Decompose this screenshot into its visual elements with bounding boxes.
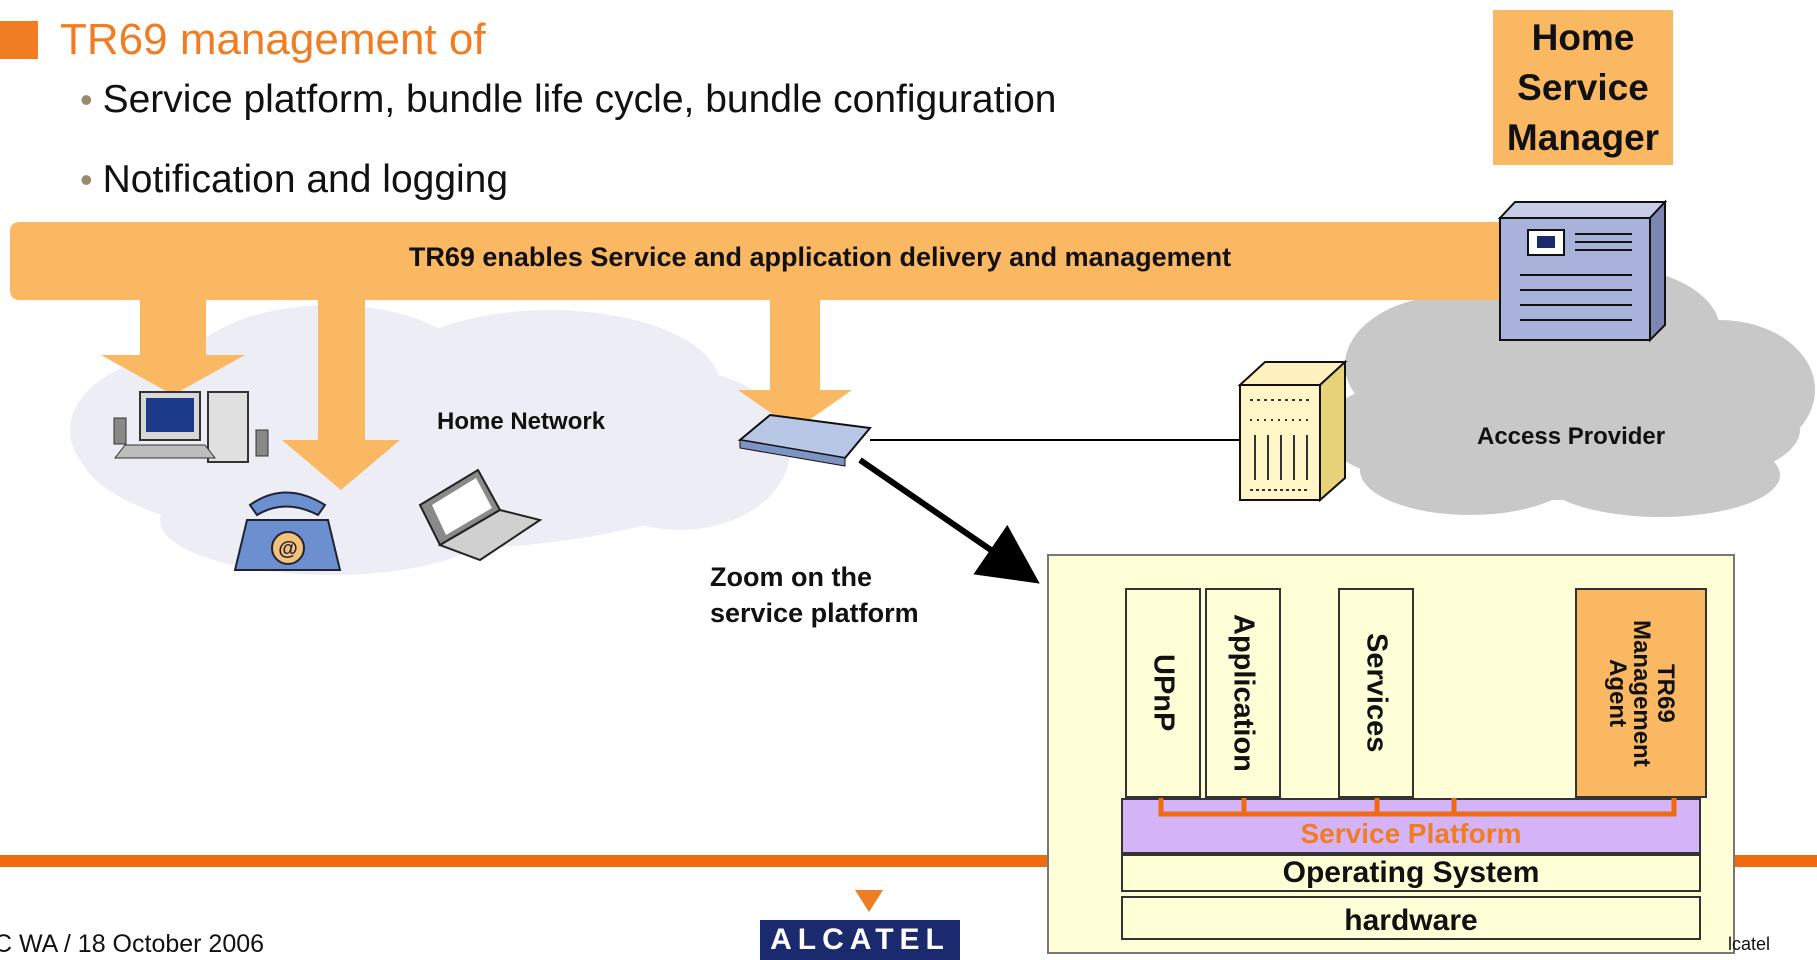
column-upnp: UPnP [1125,588,1201,798]
bullet-dot-icon: • [80,79,93,120]
hsm-line-2: Service [1517,66,1649,108]
service-platform-label: Service Platform [1300,818,1522,849]
arrow-to-pc [101,300,245,395]
arrow-to-router [738,300,852,430]
platform-connectors [1158,798,1677,817]
hardware-label: hardware [1344,904,1478,937]
alcatel-logo: ALCATEL [760,920,960,960]
hsm-line-3: Manager [1506,116,1660,158]
footer-date: C WA / 18 October 2006 [0,930,265,958]
tr69-band [10,222,1640,300]
footer-copyright: lcatel [1728,934,1771,954]
column-upnp-label: UPnP [1147,654,1180,732]
home-network-label: Home Network [437,408,606,435]
heading-title: TR69 management of [60,15,486,64]
column-application-label: Application [1227,614,1260,772]
zoom-label: Zoom on the service platform [710,559,919,631]
desktop-pc-icon [113,391,269,463]
heading-square-icon [0,21,38,59]
dsl-equipment-icon [1237,359,1348,503]
hsm-line-1: Home [1531,16,1635,58]
heading: TR69 management of [0,10,486,70]
laptop-icon [418,468,543,562]
access-provider-cloud [1320,265,1815,517]
service-platform-zoom-box: UPnP Application Services TR69 Managemen… [1047,554,1735,954]
bullet-1: • Service platform, bundle life cycle, b… [80,78,1056,122]
bullet-1-text: Service platform, bundle life cycle, bun… [102,78,1057,121]
column-tr69-agent: TR69 Management Agent [1575,588,1707,798]
arrow-to-phone [282,300,400,490]
zoom-label-line-2: service platform [710,598,919,628]
router-icon [737,413,872,467]
column-application: Application [1205,588,1281,798]
operating-system-layer: Operating System [1121,854,1701,892]
hardware-layer: hardware [1121,896,1701,940]
zoom-label-line-1: Zoom on the [710,562,872,592]
svg-text:@: @ [278,538,298,560]
tr69-band-label: TR69 enables Service and application del… [408,242,1232,272]
bullet-2-text: Notification and logging [102,158,509,201]
column-services-label: Services [1360,633,1393,753]
service-platform-layer: Service Platform [1121,798,1701,854]
telephone-icon: @ [233,491,342,571]
alcatel-triangle-icon [855,890,883,912]
column-services: Services [1338,588,1414,798]
operating-system-label: Operating System [1282,856,1540,889]
bullet-2: • Notification and logging [80,158,508,202]
server-icon [1497,199,1668,343]
column-tr69-agent-label: TR69 Management Agent [1604,619,1679,767]
access-provider-label: Access Provider [1477,423,1666,450]
home-service-manager-box: Home Service Manager [1493,10,1673,165]
bullet-dot-icon: • [80,159,93,200]
